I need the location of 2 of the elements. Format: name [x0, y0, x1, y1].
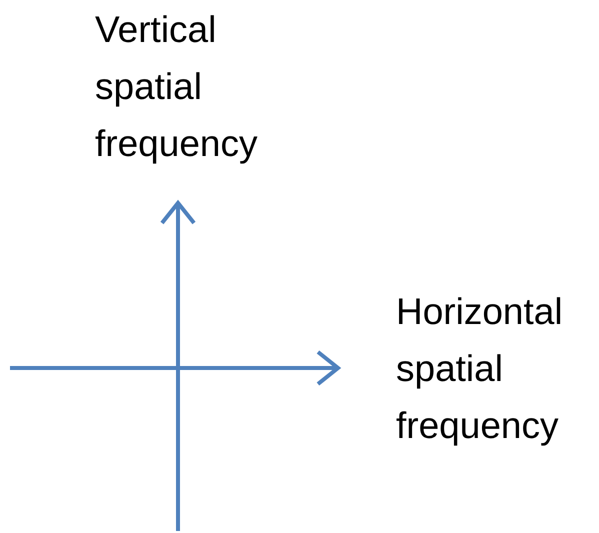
axis-label: Vertical spatial frequency: [95, 8, 258, 166]
axis-label: Horizontal spatial frequency: [396, 290, 564, 448]
